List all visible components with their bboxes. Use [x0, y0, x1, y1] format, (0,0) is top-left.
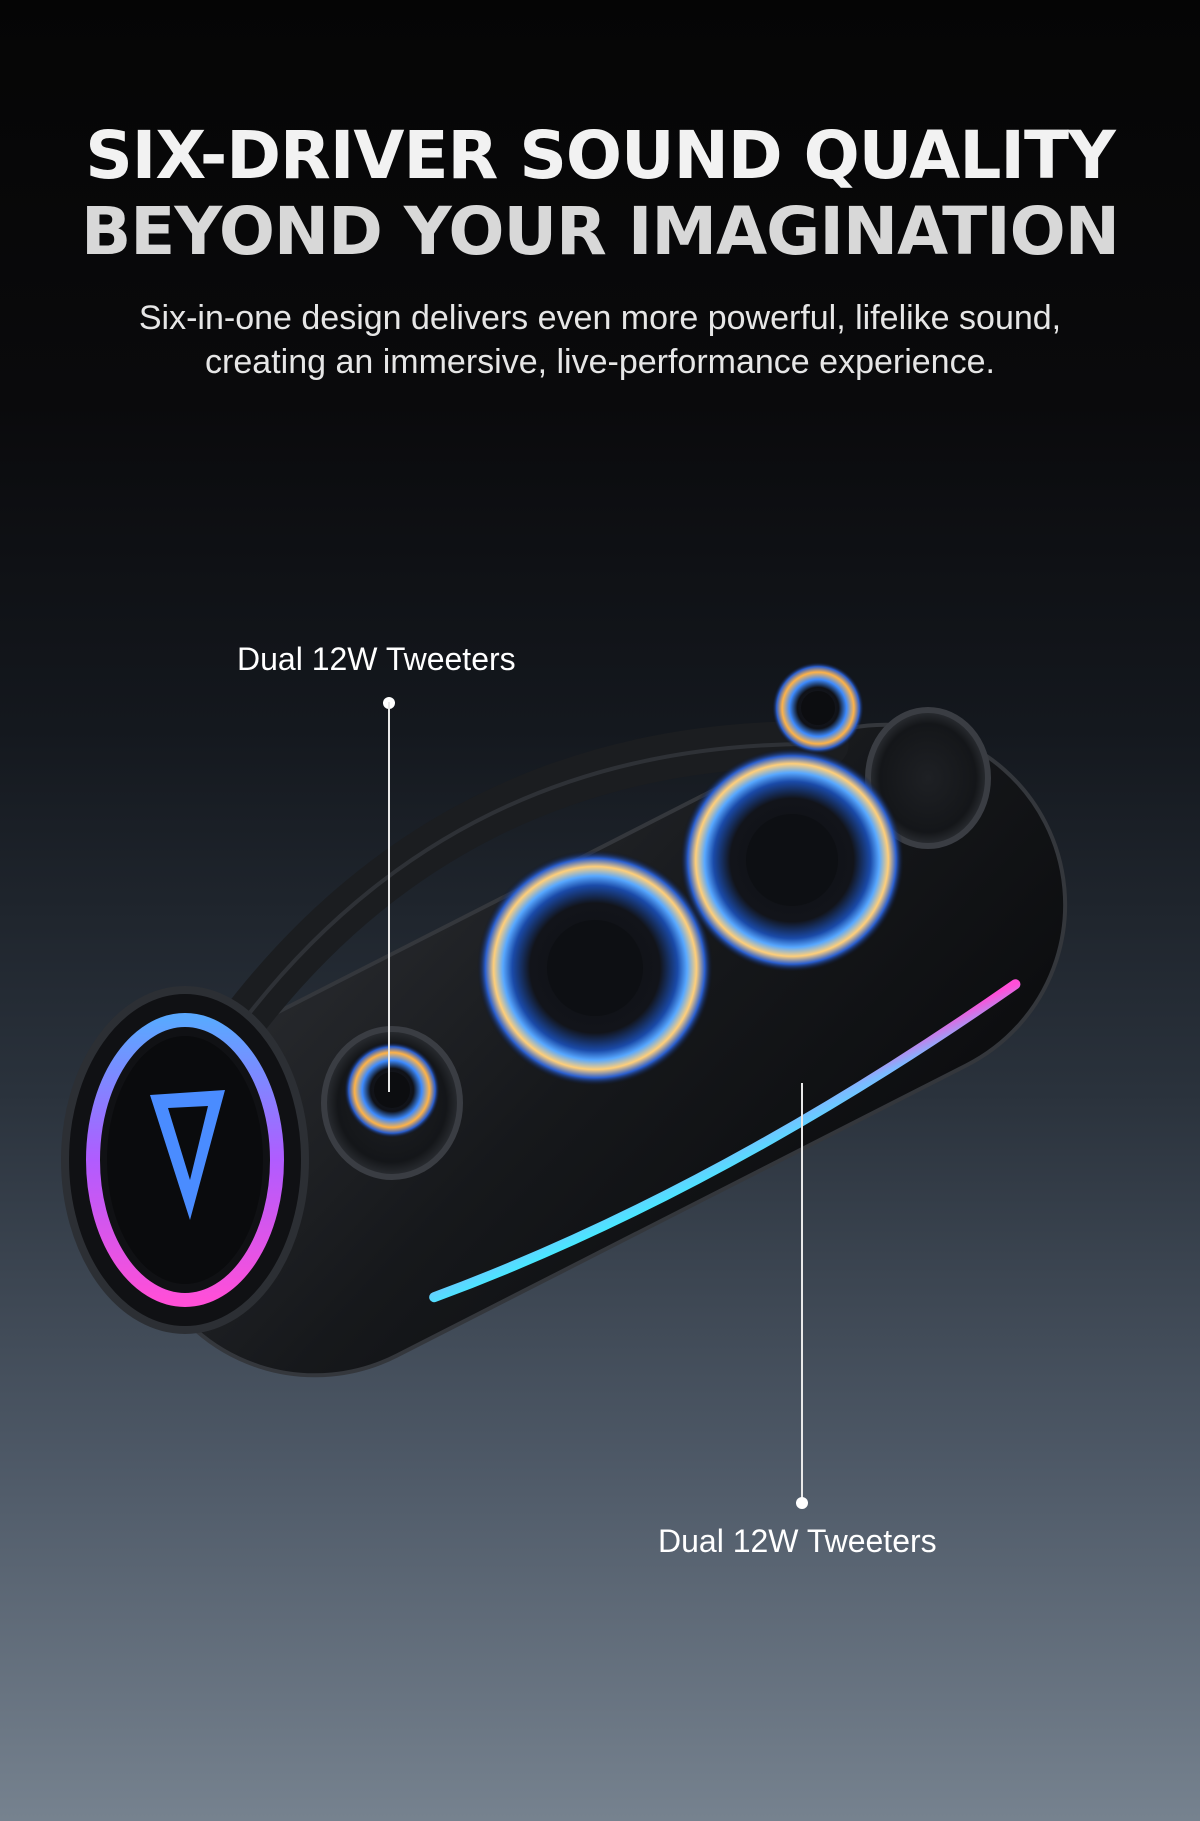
subheading-line-1: Six-in-one design delivers even more pow…	[138, 299, 1062, 337]
speaker-illustration	[61, 662, 1068, 1378]
headline-line-1: SIX-DRIVER SOUND QUALITY	[85, 117, 1116, 194]
brand-logo-icon	[150, 1090, 225, 1220]
headline-line-2: BEYOND YOUR IMAGINATION	[80, 193, 1120, 270]
callout-label-top: Dual 12W Tweeters	[237, 641, 516, 677]
subheading: Six-in-one design delivers even more pow…	[0, 296, 1200, 384]
callout-label-bottom: Dual 12W Tweeters	[658, 1523, 937, 1559]
led-strip	[429, 979, 1021, 1303]
callout-dot-bottom	[796, 1497, 808, 1509]
headline: SIX-DRIVER SOUND QUALITY BEYOND YOUR IMA…	[0, 118, 1200, 270]
callout-line-bottom	[801, 1083, 803, 1503]
end-cap	[61, 986, 309, 1334]
subheading-line-2: creating an immersive, live-performance …	[205, 343, 995, 381]
callout-line-top	[388, 702, 390, 1092]
